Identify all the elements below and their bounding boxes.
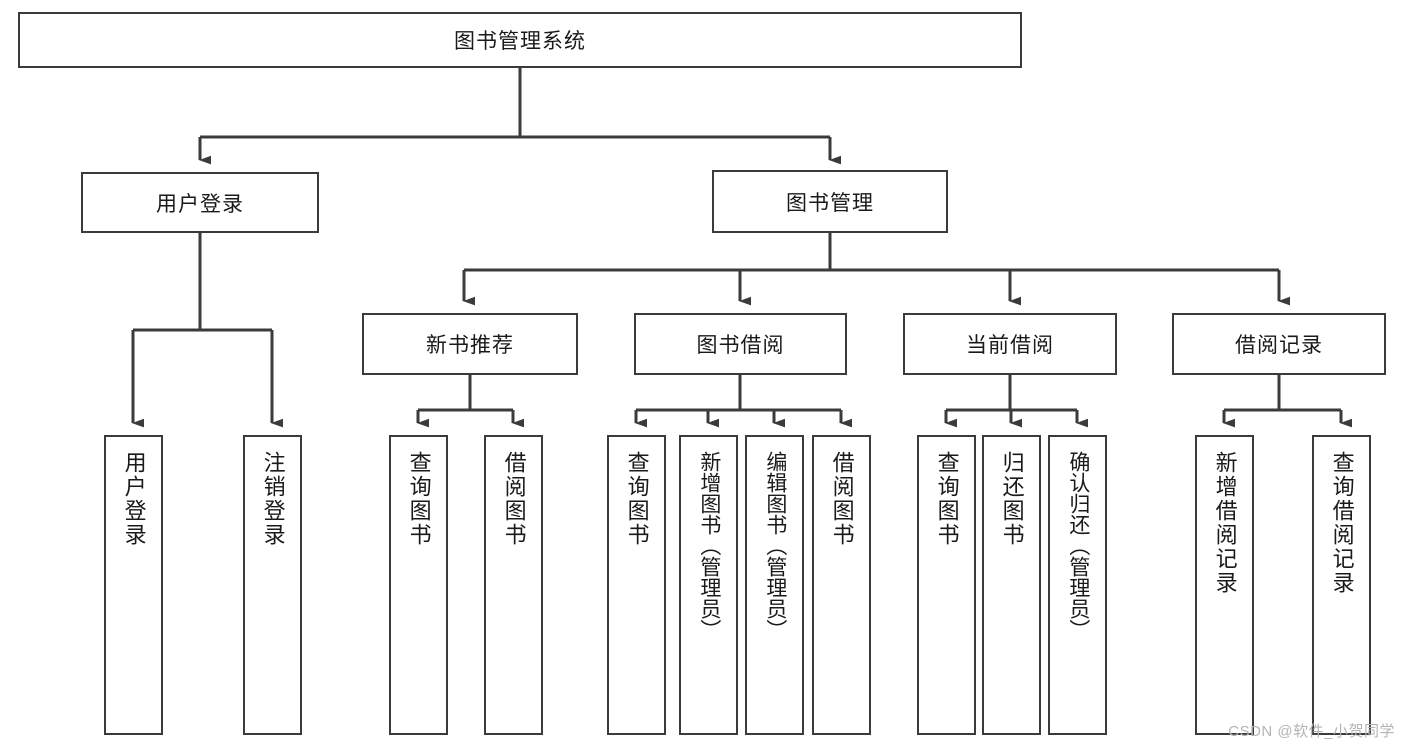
node-leaf-query-book-current-label: 查询图书 (934, 451, 960, 547)
node-book-manage-label: 图书管理 (786, 191, 874, 215)
node-book-borrow-label: 图书借阅 (696, 334, 785, 357)
node-leaf-edit-book-label: 编辑图书（管理员） (763, 451, 787, 640)
node-borrow-record[interactable]: 借阅记录 (1172, 313, 1386, 375)
node-root[interactable]: 图书管理系统 (18, 12, 1022, 68)
node-leaf-add-record-label: 新增借阅记录 (1212, 451, 1238, 595)
node-leaf-query-record[interactable]: 查询借阅记录 (1312, 435, 1371, 735)
node-leaf-query-record-label: 查询借阅记录 (1329, 451, 1355, 595)
node-leaf-logout[interactable]: 注销登录 (243, 435, 302, 735)
node-leaf-query-book-current[interactable]: 查询图书 (917, 435, 976, 735)
node-leaf-borrow-book-rec[interactable]: 借阅图书 (484, 435, 543, 735)
node-borrow-record-label: 借阅记录 (1235, 334, 1323, 357)
node-current-borrow-label: 当前借阅 (966, 334, 1054, 357)
node-leaf-add-book-label: 新增图书（管理员） (697, 451, 721, 640)
node-leaf-add-book[interactable]: 新增图书（管理员） (679, 435, 738, 735)
node-leaf-borrow-book[interactable]: 借阅图书 (812, 435, 871, 735)
node-leaf-query-book-borrow[interactable]: 查询图书 (607, 435, 666, 735)
node-leaf-borrow-book-label: 借阅图书 (829, 451, 855, 547)
node-leaf-return-book[interactable]: 归还图书 (982, 435, 1041, 735)
node-leaf-borrow-book-rec-label: 借阅图书 (501, 451, 527, 547)
node-leaf-confirm-return[interactable]: 确认归还（管理员） (1048, 435, 1107, 735)
node-user-login[interactable]: 用户登录 (81, 172, 319, 233)
node-leaf-logout-label: 注销登录 (260, 451, 286, 547)
node-leaf-query-book-rec-label: 查询图书 (406, 451, 432, 547)
node-leaf-edit-book[interactable]: 编辑图书（管理员） (745, 435, 804, 735)
node-leaf-return-book-label: 归还图书 (999, 451, 1025, 547)
node-leaf-user-login-label: 用户登录 (121, 451, 147, 547)
node-book-borrow[interactable]: 图书借阅 (634, 313, 847, 375)
node-user-login-label: 用户登录 (156, 192, 244, 216)
node-leaf-user-login[interactable]: 用户登录 (104, 435, 163, 735)
node-current-borrow[interactable]: 当前借阅 (903, 313, 1117, 375)
watermark-text: CSDN @软件_小贺同学 (1228, 723, 1395, 740)
node-new-book-rec-label: 新书推荐 (426, 334, 514, 357)
node-leaf-confirm-return-label: 确认归还（管理员） (1066, 451, 1090, 640)
node-leaf-query-book-rec[interactable]: 查询图书 (389, 435, 448, 735)
node-leaf-query-book-borrow-label: 查询图书 (624, 451, 650, 547)
node-root-label: 图书管理系统 (454, 30, 586, 53)
node-leaf-add-record[interactable]: 新增借阅记录 (1195, 435, 1254, 735)
node-book-manage[interactable]: 图书管理 (712, 170, 948, 233)
node-new-book-rec[interactable]: 新书推荐 (362, 313, 578, 375)
